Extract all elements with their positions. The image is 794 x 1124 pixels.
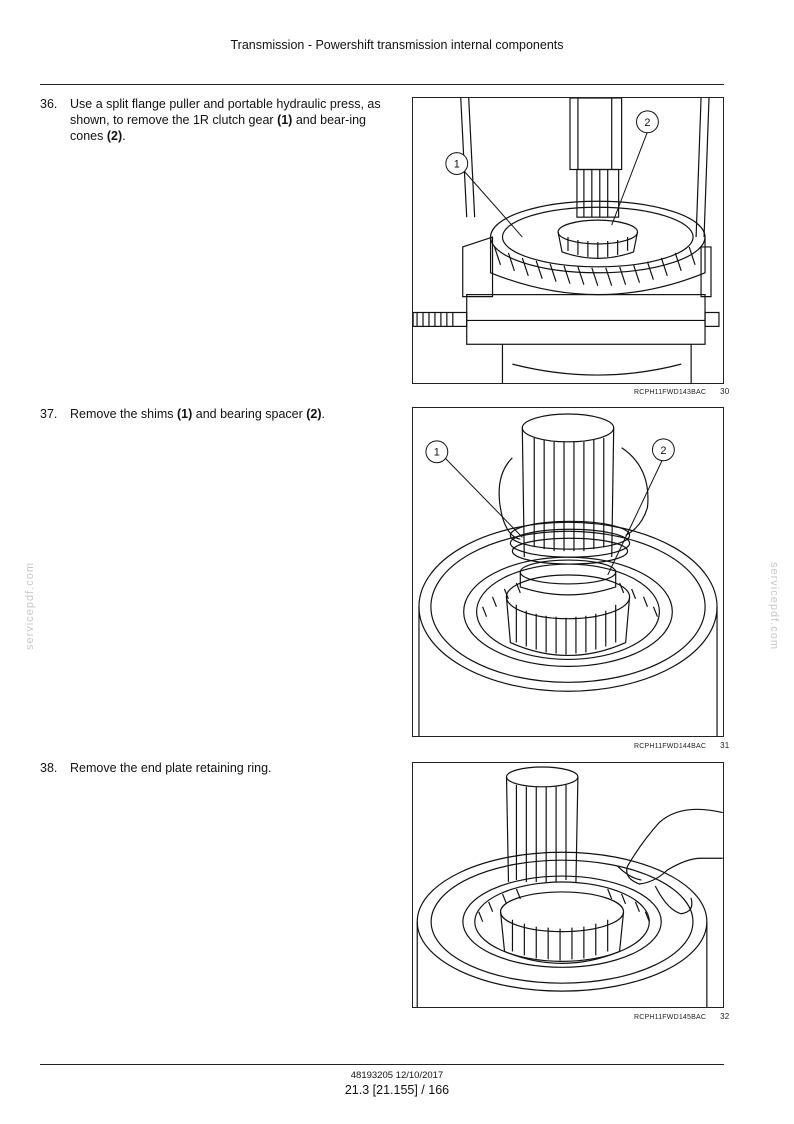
- svg-text:2: 2: [660, 445, 666, 457]
- figure-30-clutch-gear-puller: 1 2: [412, 97, 724, 384]
- svg-text:2: 2: [644, 117, 650, 129]
- watermark-left: servicepdf.com: [23, 562, 36, 650]
- figure-code: RCPH11FWD144BAC: [634, 743, 707, 750]
- figure-number: 30: [720, 387, 730, 396]
- step-text: Use a split flange puller and portable h…: [70, 97, 381, 143]
- footer-doc-ref: 48193205 12/10/2017: [350, 1070, 444, 1081]
- figure-number: 31: [720, 741, 730, 750]
- callout-2-icon: 2: [651, 438, 675, 462]
- figure-32-caption: RCPH11FWD145BAC 32: [634, 1012, 729, 1021]
- figure-32-end-plate-ring: [412, 762, 724, 1008]
- figure-number: 32: [720, 1012, 730, 1021]
- step-number: 36.: [40, 97, 58, 111]
- callout-1-icon: 1: [445, 152, 469, 175]
- figure-30-caption: RCPH11FWD143BAC 30: [634, 387, 729, 396]
- step-37: 37. Remove the shims (1) and bearing spa…: [40, 406, 390, 422]
- step-number: 37.: [40, 407, 58, 421]
- callout-2-icon: 2: [636, 110, 659, 134]
- figure-code: RCPH11FWD143BAC: [634, 389, 707, 396]
- figure-31-caption: RCPH11FWD144BAC 31: [634, 741, 729, 750]
- footer-rule: [40, 1064, 724, 1065]
- step-number: 38.: [40, 761, 58, 775]
- page-header-title: Transmission - Powershift transmission i…: [230, 38, 564, 52]
- callout-1-icon: 1: [425, 440, 449, 464]
- svg-text:1: 1: [454, 159, 460, 171]
- footer-page-number: 21.3 [21.155] / 166: [344, 1083, 450, 1097]
- header-rule: [40, 84, 724, 85]
- step-36: 36. Use a split flange puller and portab…: [40, 96, 390, 144]
- figure-31-shims-spacer: 1 2: [412, 407, 724, 737]
- figure-code: RCPH11FWD145BAC: [634, 1014, 707, 1021]
- step-38: 38. Remove the end plate retaining ring.: [40, 760, 390, 776]
- step-text: Remove the end plate retaining ring.: [70, 761, 272, 775]
- step-text: Remove the shims (1) and bearing spacer …: [70, 407, 325, 421]
- watermark-right: servicepdf.com: [767, 562, 780, 650]
- svg-text:1: 1: [434, 447, 440, 459]
